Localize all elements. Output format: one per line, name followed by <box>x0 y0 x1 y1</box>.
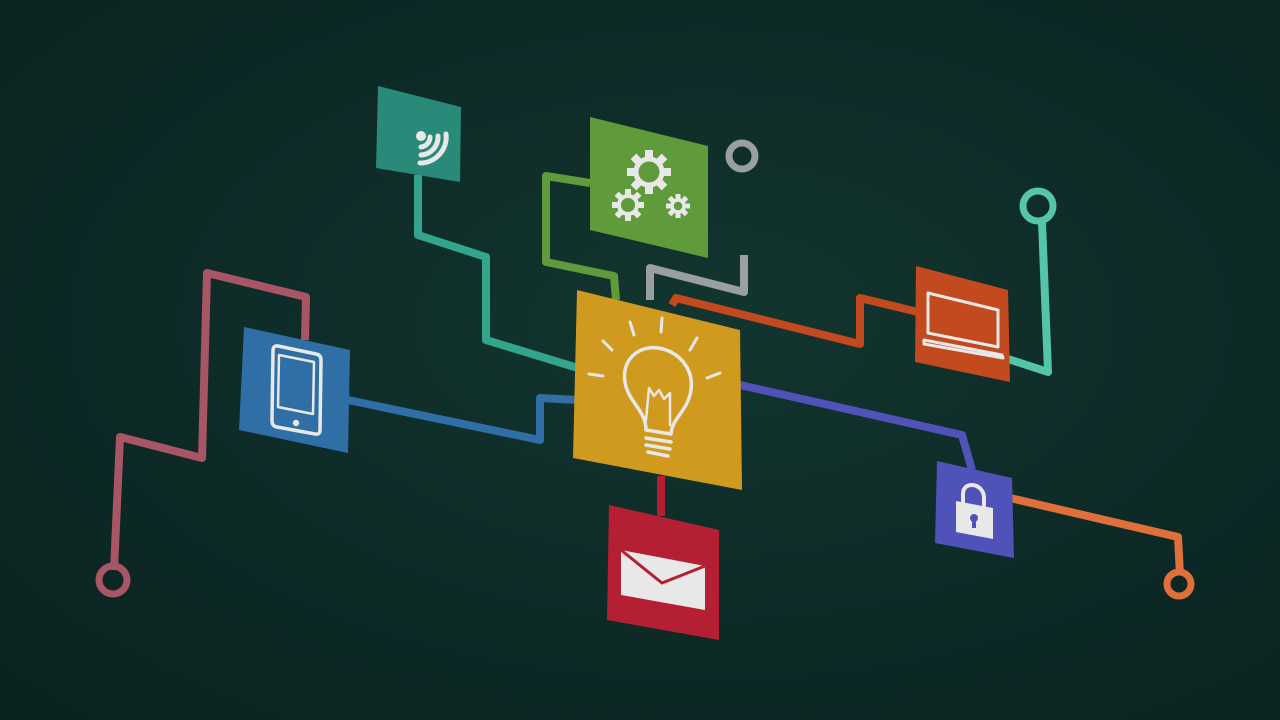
lightbulb-icon <box>587 316 722 458</box>
envelope-icon <box>620 548 706 610</box>
settings-node <box>590 117 708 258</box>
phone-node <box>239 327 350 453</box>
terminal-gray <box>725 139 759 173</box>
hub-node <box>573 290 742 490</box>
terminal-phone <box>95 562 131 598</box>
wifi-signal-icon <box>416 131 449 166</box>
laptop-icon <box>922 291 1005 360</box>
wire-security-terminal <box>1009 494 1184 576</box>
security-node <box>935 461 1014 558</box>
phone-tile <box>239 327 350 453</box>
laptop-node <box>915 266 1010 382</box>
wire-laptop-terminal <box>1003 221 1052 376</box>
wire-phone-terminal <box>110 269 310 571</box>
padlock-icon <box>956 483 993 539</box>
wire-phone <box>347 394 579 444</box>
mail-node <box>607 505 719 640</box>
wire-gray <box>646 255 748 300</box>
terminal-laptop <box>1019 187 1057 225</box>
wire-settings <box>542 172 620 301</box>
wire-security <box>739 381 976 472</box>
wire-wifi <box>414 175 580 372</box>
terminal-security <box>1163 568 1195 600</box>
wire-laptop <box>668 294 919 348</box>
wifi-node <box>376 86 461 182</box>
smartphone-icon <box>270 344 323 436</box>
